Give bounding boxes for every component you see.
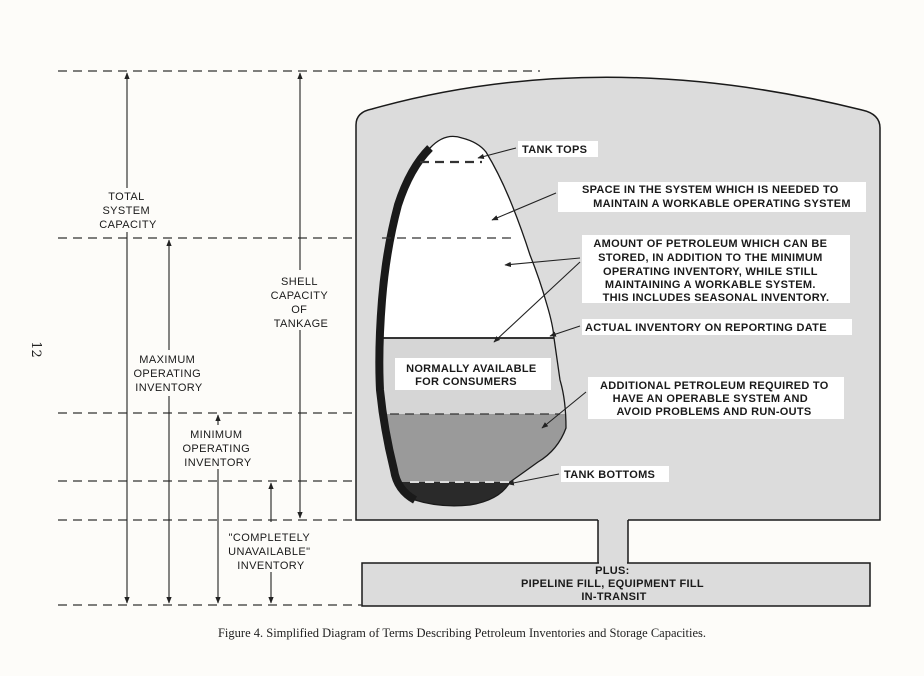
label-amount-of-petroleum: AMOUNT OF PETROLEUM WHICH CAN BE STORED,… [593,238,830,304]
figure-caption: Figure 4. Simplified Diagram of Terms De… [217,626,707,640]
label-shell-capacity-of-tankage: SHELL CAPACITY OF TANKAGE [271,276,332,330]
label-total-system-capacity: TOTAL SYSTEM CAPACITY [99,191,157,231]
label-maximum-operating-inventory: MAXIMUM OPERATING INVENTORY [133,354,204,394]
label-tank-tops: TANK TOPS [522,144,587,156]
label-completely-unavailable-inventory: "COMPLETELY UNAVAILABLE" INVENTORY [228,532,314,572]
label-tank-bottoms: TANK BOTTOMS [564,469,655,481]
label-additional-petroleum: ADDITIONAL PETROLEUM REQUIRED TO HAVE AN… [600,380,832,418]
label-pipeline-fill: PLUS: PIPELINE FILL, EQUIPMENT FILL IN-T… [521,565,707,603]
label-space-needed: SPACE IN THE SYSTEM WHICH IS NEEDED TO M… [582,184,851,210]
label-minimum-operating-inventory: MINIMUM OPERATING INVENTORY [182,429,253,469]
tank-neck [598,518,628,564]
label-actual-inventory: ACTUAL INVENTORY ON REPORTING DATE [585,322,827,334]
pipeline-box [361,562,871,607]
label-normally-available: NORMALLY AVAILABLE FOR CONSUMERS [406,363,540,388]
